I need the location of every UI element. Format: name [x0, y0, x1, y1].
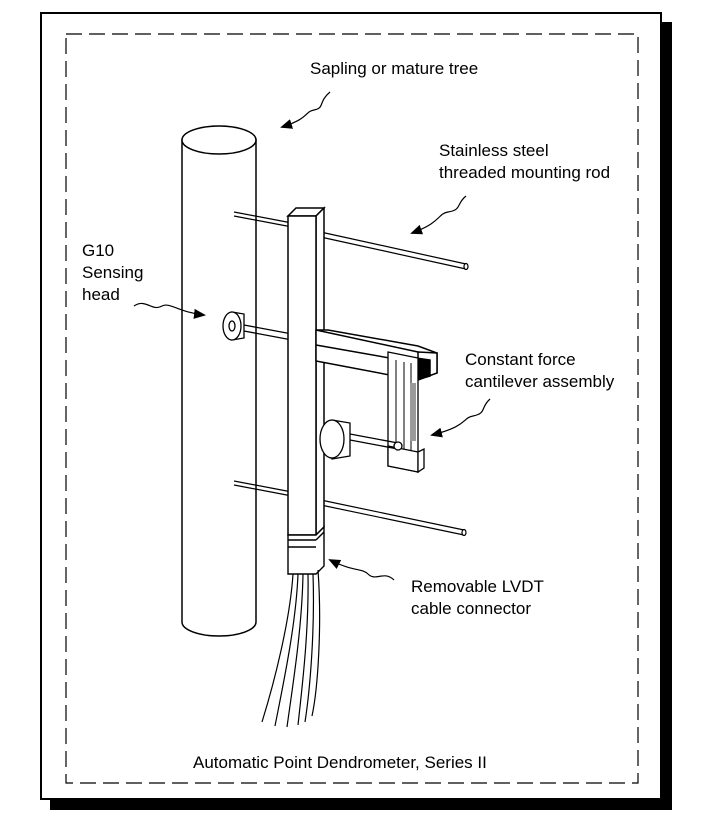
tree-label: Sapling or mature tree — [310, 59, 478, 78]
head-label-line3: head — [82, 285, 120, 304]
tree-trunk — [181, 125, 257, 637]
rod-label-line1: Stainless steel — [439, 141, 549, 160]
drawing-sheet — [40, 12, 662, 800]
rod-label-line2: threaded mounting rod — [439, 163, 610, 182]
tree-leader-arrow — [280, 91, 331, 129]
head-label-line2: Sensing — [82, 263, 143, 282]
lower-mounting-rod — [233, 480, 467, 537]
cantilever-label-line1: Constant force — [465, 350, 576, 369]
connector-leader-arrow — [328, 559, 395, 581]
vertical-support-bar — [286, 206, 326, 537]
cantilever-assembly — [387, 351, 425, 474]
sensing-head — [222, 311, 293, 341]
head-leader-arrow — [133, 302, 206, 319]
head-label-line1: G10 — [82, 241, 114, 260]
cantilever-sensor-disc — [319, 419, 403, 460]
figure-caption: Automatic Point Dendrometer, Series II — [193, 753, 487, 772]
dashed-border — [65, 33, 639, 784]
connector-label-line1: Removable LVDT — [411, 577, 544, 596]
cantilever-arm — [315, 329, 438, 382]
connector-label-line2: cable connector — [411, 599, 531, 618]
cantilever-label-line2: cantilever assembly — [465, 372, 615, 391]
upper-mounting-rod — [233, 211, 469, 271]
lvdt-cables — [261, 569, 321, 728]
cantilever-leader-arrow — [430, 398, 491, 438]
rod-leader-arrow — [410, 195, 467, 235]
leader-arrows — [133, 91, 491, 581]
lvdt-connector — [287, 525, 325, 575]
